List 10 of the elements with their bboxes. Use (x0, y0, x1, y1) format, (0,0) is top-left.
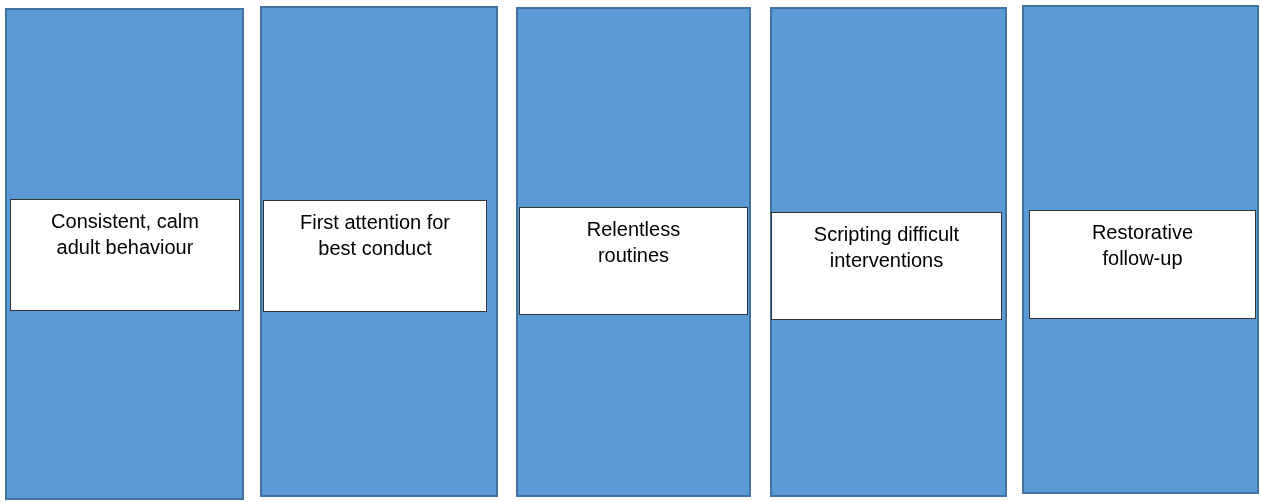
pillar-bar (770, 7, 1007, 497)
pillar-bar (5, 8, 244, 500)
pillar-bar (516, 7, 751, 497)
text-card: First attention for best conduct (263, 200, 487, 312)
text-card: Consistent, calm adult behaviour (10, 199, 240, 311)
text-card: Restorative follow-up (1029, 210, 1256, 319)
text-card: Scripting difficult interventions (771, 212, 1002, 320)
pillar-bar (1022, 5, 1259, 494)
pillar-bar (260, 6, 498, 497)
text-card: Relentless routines (519, 207, 748, 315)
